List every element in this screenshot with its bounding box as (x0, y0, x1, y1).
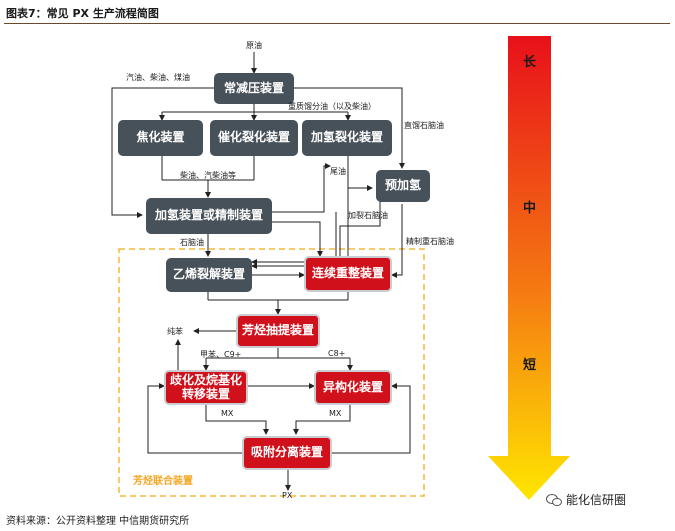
hydrocracking-box: 加氢裂化装置 (302, 120, 392, 156)
watermark-text: 能化信研圈 (566, 493, 627, 507)
transalkylation-box: 歧化及烷基化 转移装置 (164, 370, 248, 405)
header-divider (4, 23, 670, 24)
source-footer: 资料来源：公开资料整理 中信期货研究所 (6, 516, 190, 527)
transalkylation-line1: 歧化及烷基化 (169, 372, 242, 387)
cdu-box: 常减压装置 (214, 73, 294, 104)
mx-right-label: MX (329, 409, 342, 418)
naphtha-family-label: 汽油、柴油、煤油 (126, 73, 190, 82)
aromatics-complex-frame (118, 248, 425, 497)
page-title: 图表7：常见 PX 生产流程简图 (6, 7, 159, 20)
fcc-box: 催化裂化装置 (210, 120, 298, 156)
heavy-oil-label: 重质馏分油（以及柴油） (288, 102, 376, 111)
straight-naphtha-label: 直馏石脑油 (404, 121, 444, 130)
crude-label: 原油 (246, 41, 262, 50)
adsorption-box: 吸附分离装置 (242, 436, 332, 470)
time-scale-arrow (488, 36, 570, 500)
timescale-mid: 中 (523, 201, 537, 216)
coking-box: 焦化装置 (118, 120, 203, 156)
isomerization-box: 异构化装置 (314, 370, 392, 405)
aromatics-extraction-box: 芳烃抽提装置 (236, 314, 320, 348)
benzene-label: 纯苯 (167, 327, 183, 336)
naphtha-label: 石脑油 (180, 238, 204, 247)
mx-left-label: MX (221, 409, 234, 418)
refined-heavy-naphtha-label: 精制重石脑油 (406, 237, 454, 246)
transalkylation-line2: 转移装置 (181, 386, 230, 401)
timescale-long: 长 (523, 55, 537, 70)
ethylene-box: 乙烯裂解装置 (166, 258, 252, 292)
tail-oil-label: 尾油 (330, 167, 346, 176)
px-label: PX (282, 491, 293, 500)
prehydro-box: 预加氢 (376, 170, 430, 202)
hydrotreat-box: 加氢装置或精制装置 (146, 198, 272, 234)
c8-label: C8+ (328, 349, 346, 358)
aromatics-complex-label: 芳烃联合装置 (133, 476, 193, 487)
chat-bubble-icon (546, 493, 562, 506)
reforming-box: 连续重整装置 (304, 256, 392, 292)
hydrocracked-naphtha-label: 加裂石脑油 (348, 211, 388, 220)
toluene-c9-label: 甲苯、C9+ (200, 350, 242, 359)
timescale-short: 短 (523, 358, 537, 373)
diesel-gasoline-label: 柴油、汽柴油等 (180, 171, 236, 180)
watermark: 能化信研圈 (546, 491, 626, 508)
